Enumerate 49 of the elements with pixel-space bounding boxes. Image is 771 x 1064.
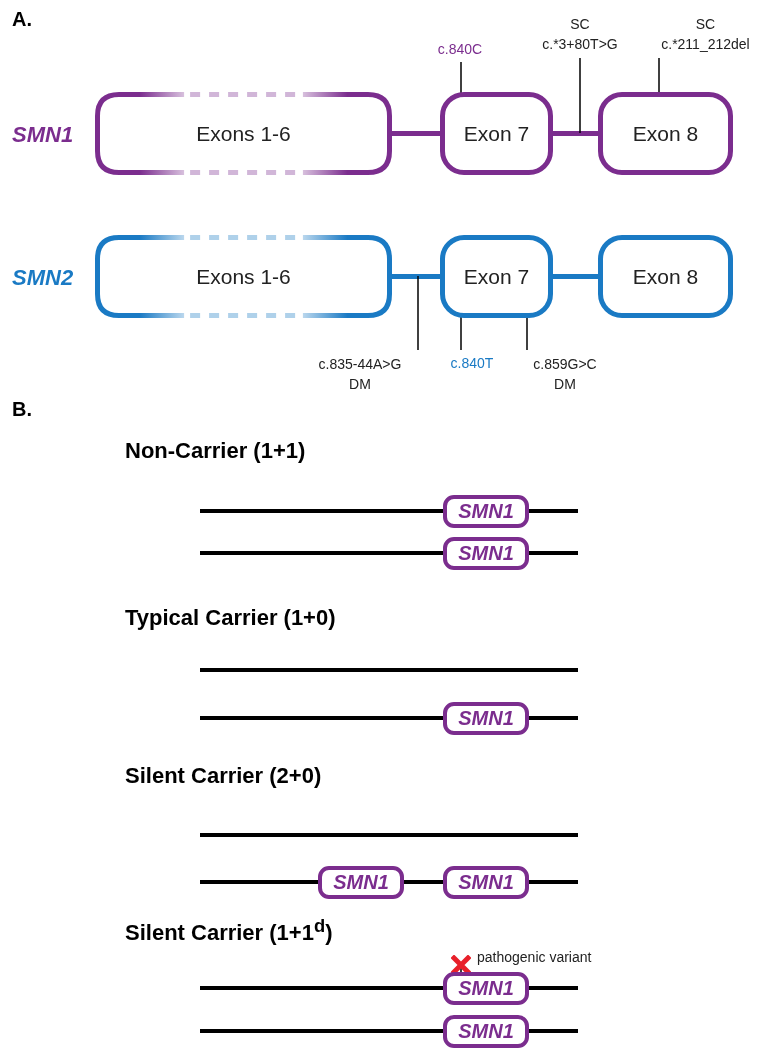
variant-label: DM [349, 375, 371, 394]
variant-label: c.835-44A>G [318, 355, 402, 374]
exon-box [440, 235, 553, 318]
annotation-label: pathogenic variant [477, 948, 592, 967]
exon-label: Exon 8 [632, 264, 699, 289]
gene-name: SMN1 [458, 500, 514, 523]
intron-line [392, 274, 440, 279]
variant-label: c.*211_212del [661, 35, 750, 54]
exon-box [598, 235, 733, 318]
leader-line [417, 275, 419, 351]
genotype-heading: Silent Carrier (1+1$^{d}$) [125, 915, 333, 947]
variant-label: SC [695, 15, 716, 34]
gene-box [443, 537, 529, 570]
gene-box [443, 1015, 529, 1048]
panel-label: A. [12, 8, 32, 31]
exon-label: Exons 1-6 [196, 121, 291, 146]
exon-box [598, 92, 733, 175]
gene-name: SMN1 [458, 707, 514, 730]
variant-label: c.859G>C [533, 355, 597, 374]
gene-box [443, 702, 529, 735]
genotype-heading: Typical Carrier (1+0) [125, 605, 336, 631]
variant-label: SC [570, 15, 590, 34]
intron-line [392, 131, 440, 136]
gene-label: SMN1 [12, 122, 74, 148]
exon-label: Exon 7 [463, 121, 530, 146]
intron-line [553, 131, 598, 136]
exon-label: Exon 8 [632, 121, 699, 146]
gene-box [443, 972, 529, 1005]
leader-line [579, 57, 581, 134]
gene-name: SMN1 [333, 871, 389, 894]
gene-box [443, 866, 529, 899]
intron-line [553, 274, 598, 279]
gene-label: SMN2 [12, 265, 74, 291]
exon-box [440, 92, 553, 175]
variant-label: c.840T [450, 354, 494, 373]
exon-label: Exons 1-6 [196, 264, 291, 289]
gene-box [443, 495, 529, 528]
genotype-heading: Silent Carrier (2+0) [125, 763, 322, 789]
gene-name: SMN1 [458, 871, 514, 894]
gene-name: SMN1 [458, 542, 514, 565]
variant-label: DM [554, 375, 576, 394]
gene-box [318, 866, 404, 899]
exon-label: Exon 7 [463, 264, 530, 289]
gene-name: SMN1 [458, 1020, 514, 1043]
panel-label: B. [12, 398, 32, 421]
variant-label: c.*3+80T>G [542, 35, 618, 54]
genotype-heading: Non-Carrier (1+1) [125, 438, 306, 464]
variant-label: c.840C [437, 40, 483, 59]
gene-name: SMN1 [458, 977, 514, 1000]
